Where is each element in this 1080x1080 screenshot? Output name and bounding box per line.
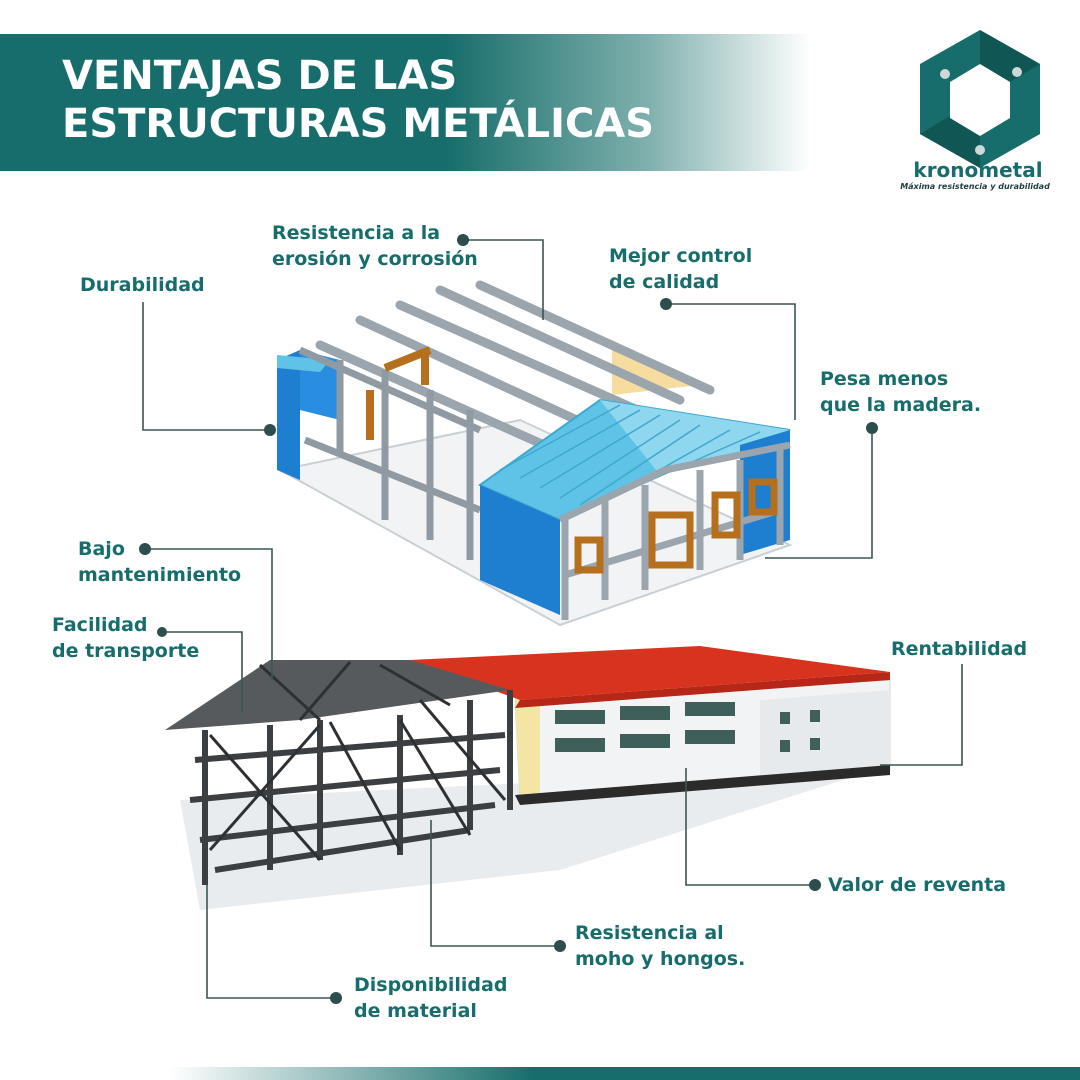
label-line: mantenimiento: [78, 564, 242, 586]
footer-bar: [170, 1067, 1080, 1080]
label-pesa-menos: Pesa menos que la madera.: [820, 366, 981, 418]
label-valor-reventa: Valor de reventa: [828, 872, 1006, 898]
title-line-2: ESTRUCTURAS METÁLICAS: [62, 101, 655, 147]
label-line: Pesa menos: [820, 368, 949, 390]
label-line: Bajo: [78, 538, 125, 560]
steel-warehouse-illustration: [277, 280, 793, 627]
label-line: Durabilidad: [80, 274, 205, 296]
label-line: Resistencia al: [575, 922, 724, 944]
label-rentabilidad: Rentabilidad: [891, 636, 1027, 662]
brand-tagline: Máxima resistencia y durabilidad: [900, 182, 1050, 191]
title-line-1: VENTAJAS DE LAS: [62, 53, 458, 99]
label-line: de material: [354, 1000, 477, 1022]
title-banner: [0, 34, 810, 171]
label-bajo-mantenimiento: Bajo mantenimiento: [78, 536, 241, 588]
label-resistencia-erosion: Resistencia a la erosión y corrosión: [272, 220, 478, 272]
label-durabilidad: Durabilidad: [80, 272, 205, 298]
label-resistencia-moho: Resistencia al moho y hongos.: [575, 920, 745, 972]
label-facilidad-transporte: Facilidad de transporte: [52, 612, 199, 664]
label-line: que la madera.: [820, 394, 982, 416]
connector-dots: [139, 234, 878, 1004]
label-line: Valor de reventa: [828, 874, 1007, 896]
label-line: Disponibilidad: [354, 974, 508, 996]
label-line: Rentabilidad: [891, 638, 1028, 660]
kronometal-logo: [920, 30, 1040, 168]
brand-name: kronometal: [913, 158, 1043, 182]
steel-building-illustration: [165, 646, 891, 910]
label-line: Resistencia a la: [272, 222, 441, 244]
label-line: de calidad: [609, 271, 720, 293]
label-disponibilidad: Disponibilidad de material: [354, 972, 507, 1024]
label-line: moho y hongos.: [575, 948, 746, 970]
label-line: de transporte: [52, 640, 200, 662]
label-line: Facilidad: [52, 614, 148, 636]
label-control-calidad: Mejor control de calidad: [609, 243, 752, 295]
connector-lines: [142, 239, 963, 999]
label-line: erosión y corrosión: [272, 248, 478, 270]
label-line: Mejor control: [609, 245, 753, 267]
page-title: VENTAJAS DE LAS ESTRUCTURAS METÁLICAS: [62, 52, 654, 148]
